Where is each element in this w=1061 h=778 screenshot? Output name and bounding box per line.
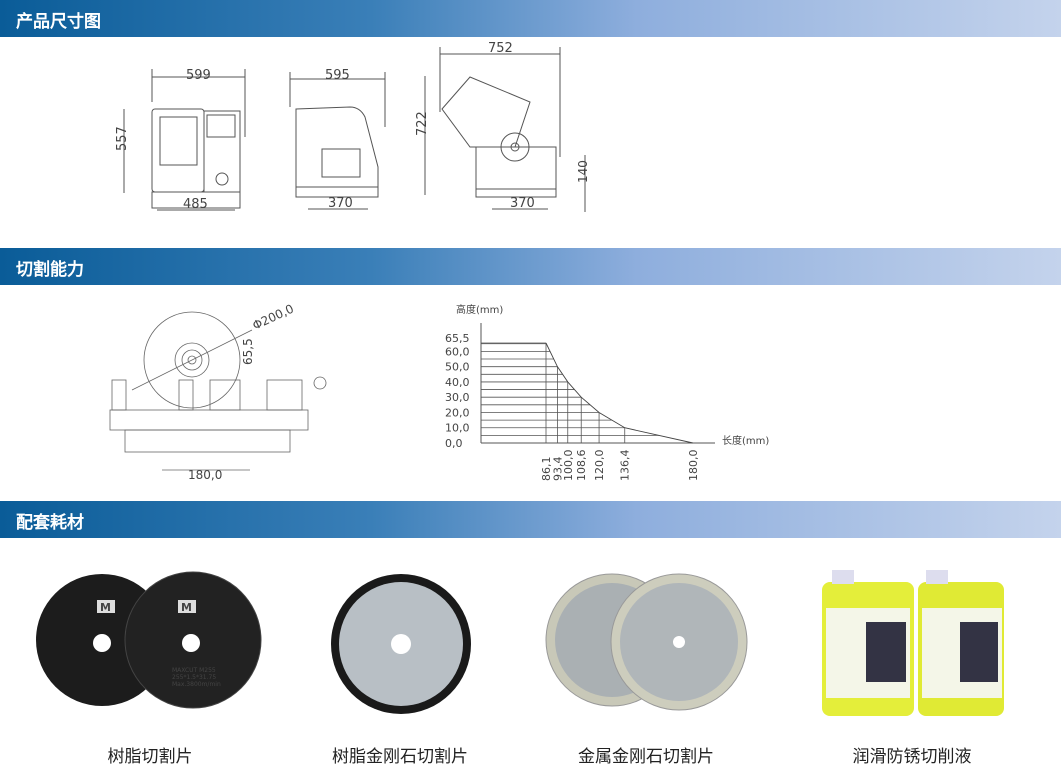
- y-tick-label: 65,5: [445, 332, 470, 345]
- svg-text:65,5: 65,5: [241, 338, 255, 365]
- side-view: 595 370: [289, 68, 386, 211]
- svg-text:370: 370: [328, 196, 353, 211]
- y-tick-label: 10,0: [445, 422, 470, 435]
- section-title: 切割能力: [16, 260, 84, 280]
- dimension-drawings: 599 557 485 595 370 752 722 140 370: [115, 41, 590, 212]
- svg-text:752: 752: [488, 41, 513, 56]
- metal-diamond-disc-image: [545, 573, 748, 711]
- svg-text:595: 595: [325, 68, 350, 83]
- y-tick-label: 40,0: [445, 376, 470, 389]
- svg-text:Φ200,0: Φ200,0: [250, 302, 296, 333]
- y-tick-label: 30,0: [445, 391, 470, 404]
- resin-diamond-disc-image: [331, 574, 471, 714]
- cutting-diagram: Φ200,0 65,5 180,0: [109, 302, 327, 482]
- x-tick-label: 120,0: [593, 450, 606, 482]
- cutting-fluid-image: [822, 570, 1004, 716]
- x-tick-label: 100,0: [562, 450, 575, 482]
- section-header-dimensions: 产品尺寸图: [0, 0, 1061, 37]
- section-header-capacity: 切割能力: [0, 248, 1061, 285]
- open-view: 752 722 140 370: [415, 41, 590, 212]
- section-title: 产品尺寸图: [16, 12, 101, 32]
- svg-text:599: 599: [186, 68, 211, 83]
- blade-circle: [143, 311, 241, 409]
- svg-text:M: M: [100, 601, 111, 614]
- product-label: 树脂切割片: [107, 747, 193, 767]
- x-tick-label: 93,4: [551, 457, 564, 482]
- section-title: 配套耗材: [16, 513, 84, 533]
- svg-text:557: 557: [115, 126, 130, 151]
- svg-text:140: 140: [576, 160, 590, 183]
- y-tick-label: 20,0: [445, 406, 470, 419]
- svg-text:MAXCUT M255: MAXCUT M255: [172, 667, 216, 674]
- front-view: 599 557 485: [115, 68, 246, 212]
- x-tick-label: 136,4: [619, 450, 632, 482]
- y-tick-label: 50,0: [445, 361, 470, 374]
- svg-text:370: 370: [510, 196, 535, 211]
- svg-text:255*1.5*31.75: 255*1.5*31.75: [172, 674, 216, 681]
- product-label: 树脂金刚石切割片: [332, 747, 468, 767]
- svg-text:722: 722: [415, 111, 430, 136]
- x-tick-label: 180,0: [687, 450, 700, 482]
- product-label: 金属金刚石切割片: [578, 747, 714, 767]
- resin-cutting-disc-image: M M MAXCUT M255 255*1.5*31.75 Max.3800m/…: [36, 571, 262, 709]
- x-tick-label: 86,1: [540, 457, 553, 482]
- y-tick-label: 0,0: [445, 437, 463, 450]
- y-axis-label: 高度(mm): [456, 303, 503, 316]
- section-header-consumables: 配套耗材: [0, 501, 1061, 538]
- svg-text:180,0: 180,0: [188, 468, 222, 482]
- product-label: 润滑防锈切削液: [852, 747, 972, 767]
- x-axis-label: 长度(mm): [722, 434, 769, 447]
- svg-text:Max.3800m/min: Max.3800m/min: [172, 681, 221, 688]
- consumables-images: M M MAXCUT M255 255*1.5*31.75 Max.3800m/…: [36, 570, 1004, 716]
- svg-text:485: 485: [183, 197, 208, 212]
- svg-text:M: M: [181, 601, 192, 614]
- series-line: [545, 342, 694, 444]
- x-tick-label: 108,6: [575, 450, 588, 482]
- y-tick-label: 60,0: [445, 345, 470, 358]
